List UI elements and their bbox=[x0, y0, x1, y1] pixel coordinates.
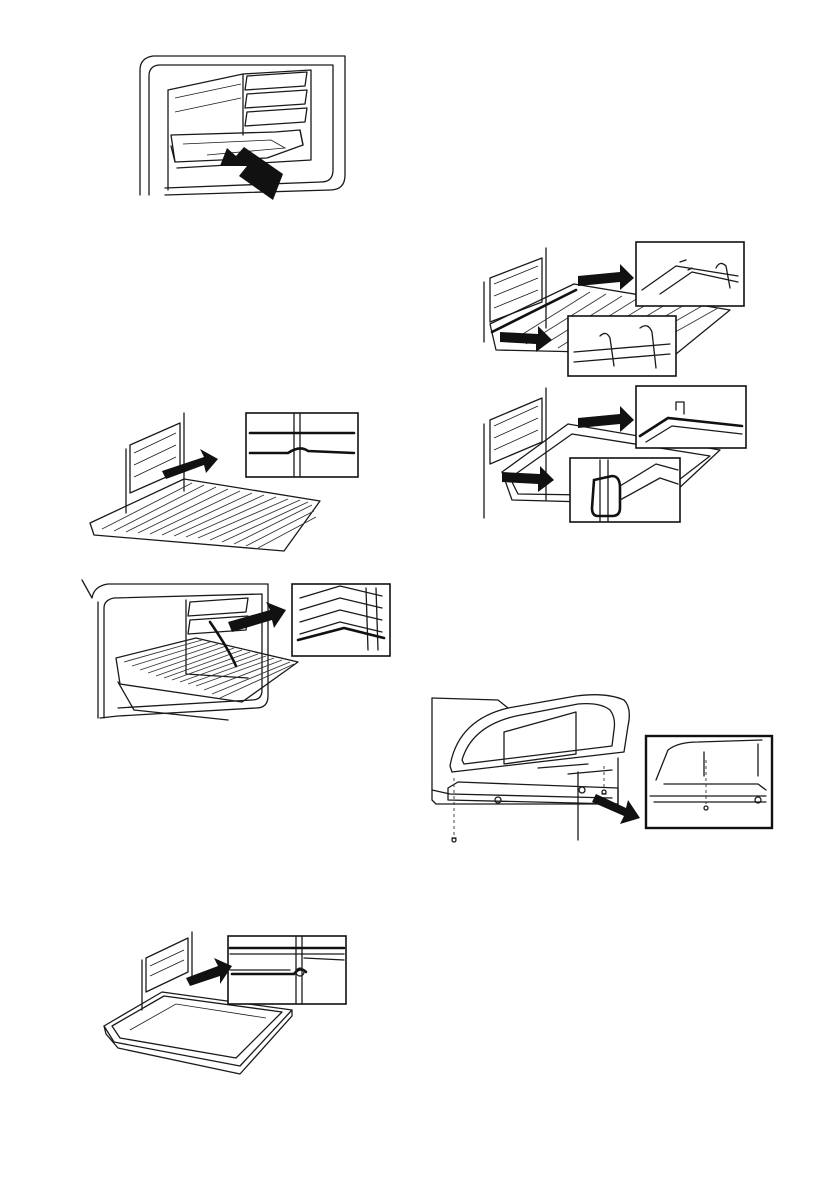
arrow-down-right-icon bbox=[592, 794, 640, 824]
arrow-right-icon bbox=[186, 958, 232, 986]
wire-grill-in-oven-illustration bbox=[78, 578, 393, 723]
figure-deep-tray bbox=[100, 930, 352, 1078]
figure-wire-grill-in-oven bbox=[78, 578, 393, 723]
deep-tray-illustration bbox=[100, 930, 352, 1078]
zoom-inset bbox=[646, 736, 772, 828]
figure-wire-rails-tray bbox=[480, 238, 750, 528]
figure-door-seal-removal bbox=[428, 690, 778, 845]
zoom-inset-lower bbox=[570, 458, 680, 522]
wire-grill-rack-illustration bbox=[88, 405, 363, 555]
arrow-right-icon bbox=[162, 449, 218, 479]
tray-insert-illustration bbox=[135, 50, 365, 200]
door-seal-removal-illustration bbox=[428, 690, 778, 845]
zoom-inset bbox=[246, 413, 358, 477]
wire-rails-tray-illustration bbox=[480, 238, 750, 528]
figure-tray-insert bbox=[135, 50, 365, 200]
arrow-right-icon bbox=[578, 406, 634, 432]
arrow-right-icon bbox=[500, 326, 552, 352]
figure-wire-grill-rack bbox=[88, 405, 363, 555]
zoom-inset-lower bbox=[568, 316, 676, 376]
